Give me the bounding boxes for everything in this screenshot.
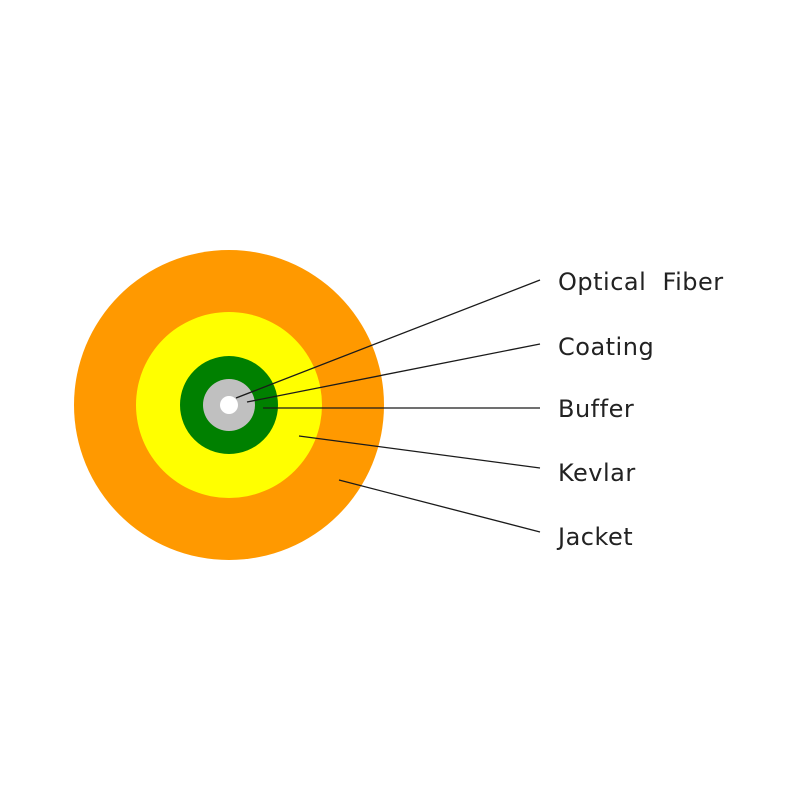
label-coating: Coating: [558, 333, 654, 361]
leader-line-jacket: [338, 479, 541, 533]
label-optical-fiber: Optical Fiber: [558, 268, 724, 296]
leader-line-kevlar: [298, 435, 541, 469]
label-buffer: Buffer: [558, 395, 634, 423]
label-jacket: Jacket: [556, 523, 633, 551]
label-kevlar: Kevlar: [558, 459, 636, 487]
leader-line-optical-fiber: [235, 279, 541, 399]
fiber-core: [220, 396, 238, 414]
leader-line-coating: [246, 343, 541, 403]
